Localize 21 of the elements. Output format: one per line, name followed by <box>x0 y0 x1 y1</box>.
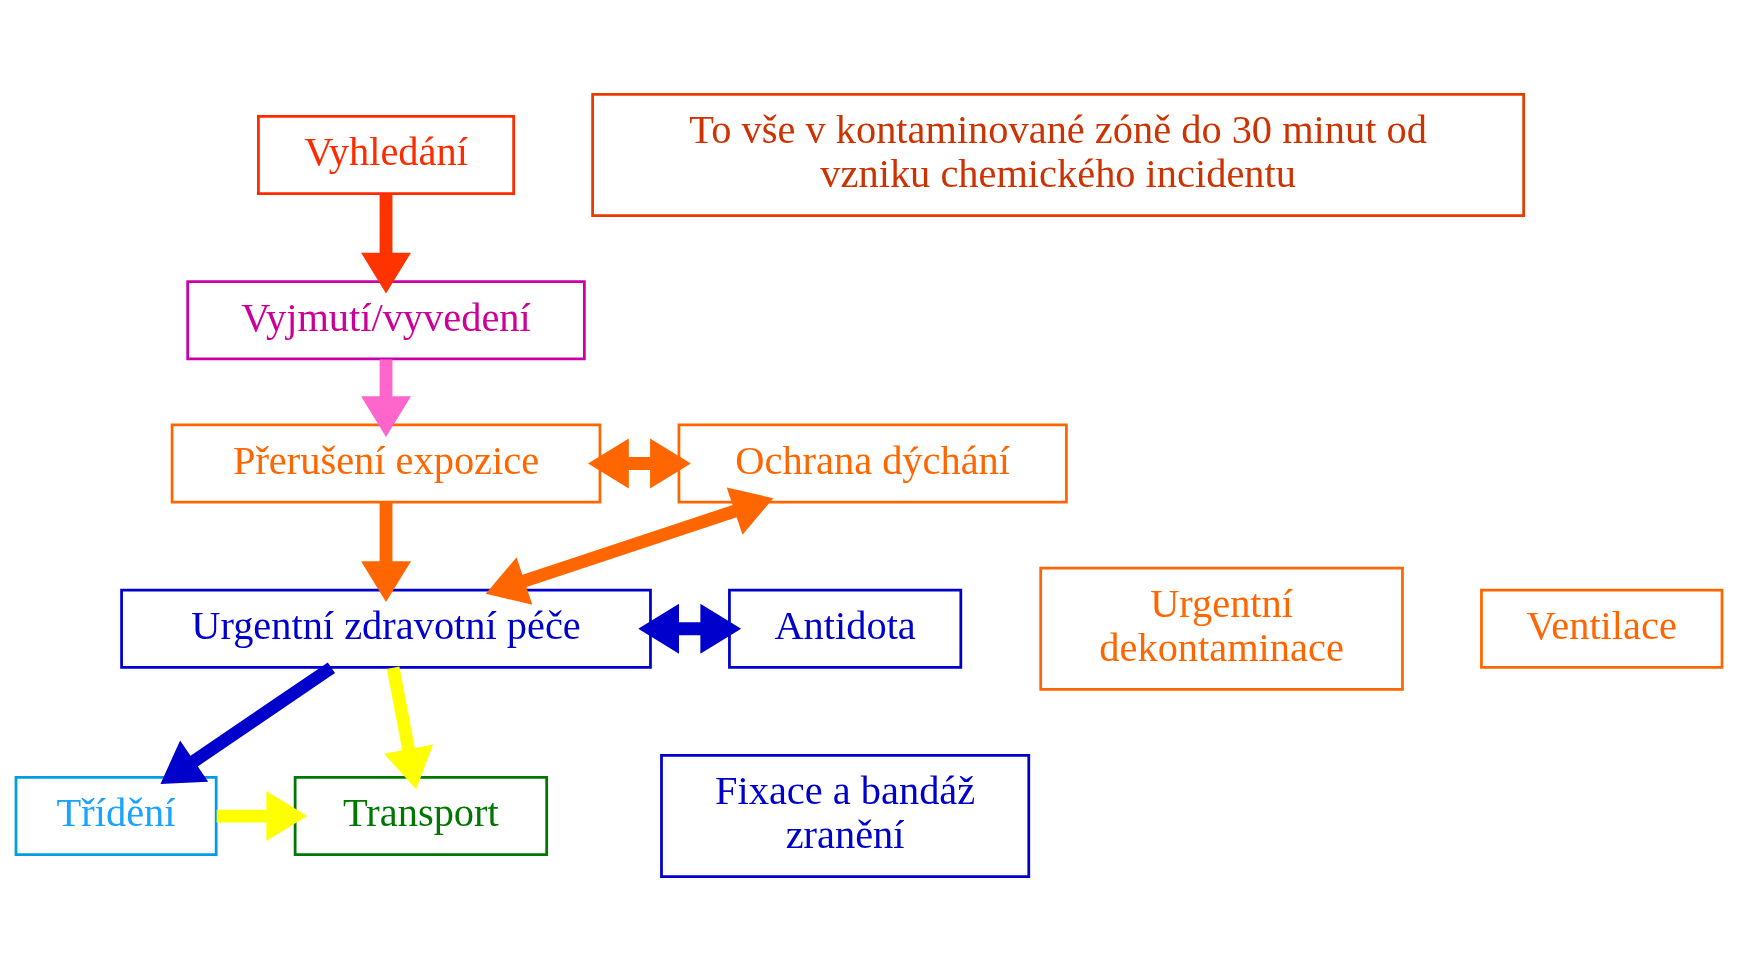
node-box: Fixace a bandáž zranění <box>660 753 1031 878</box>
node-box: Urgentní zdravotní péče <box>120 588 652 669</box>
arrow <box>361 502 411 602</box>
node-box: Ochrana dýchání <box>677 423 1068 503</box>
node-box: Antidota <box>728 588 963 669</box>
node-box: Přerušení expozice <box>170 423 602 503</box>
arrow <box>485 486 774 605</box>
arrow <box>361 193 411 293</box>
arrow <box>384 666 434 789</box>
node-box: Transport <box>293 775 549 856</box>
node-box: Ventilace <box>1480 588 1724 669</box>
node-box: To vše v kontaminované zóně do 30 minut od vzniku chemického incidentu <box>591 92 1526 217</box>
arrow <box>361 358 411 437</box>
arrow <box>216 790 308 841</box>
arrow <box>638 603 742 654</box>
node-box: Třídění <box>14 775 218 856</box>
arrow <box>160 661 335 784</box>
node-box: Urgentní dekontaminace <box>1039 566 1404 691</box>
node-box: Vyhledání <box>257 114 516 195</box>
arrow <box>588 438 691 488</box>
node-box: Vyjmutí/vyvedení <box>186 279 586 360</box>
